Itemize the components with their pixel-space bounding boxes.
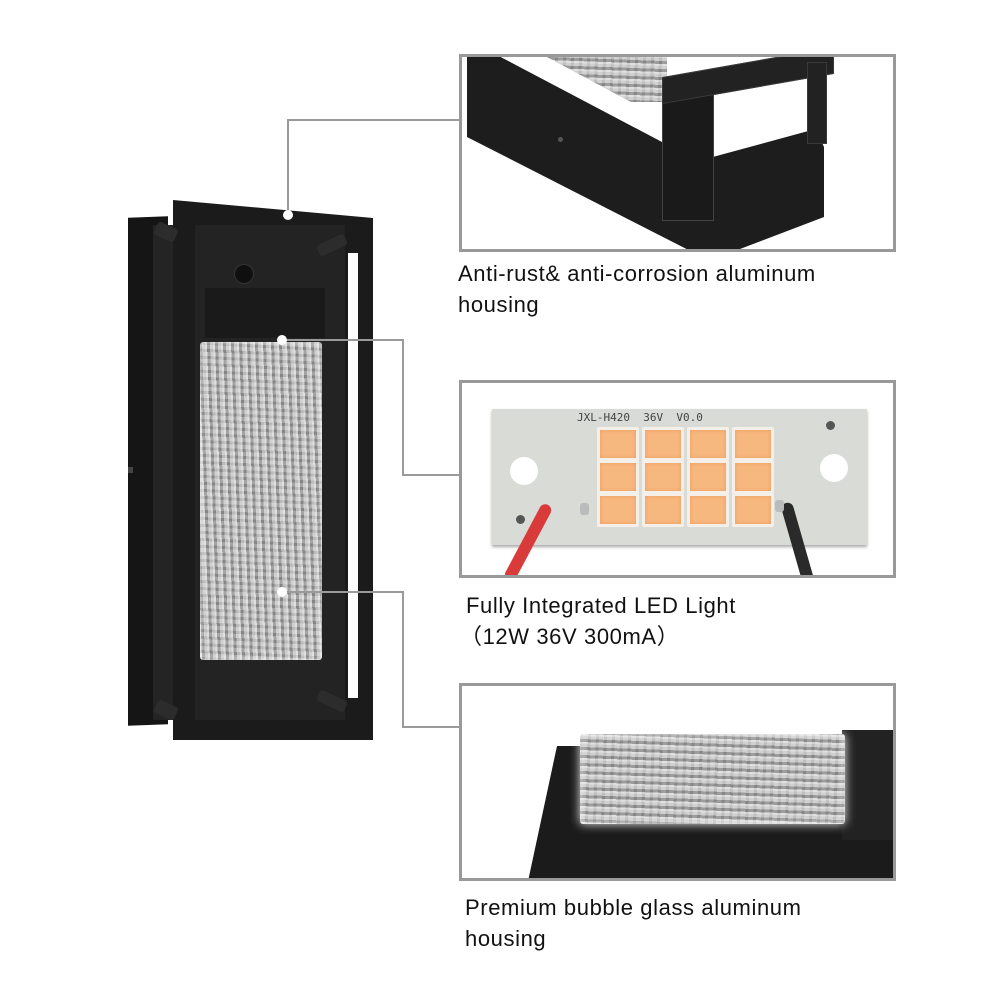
led-chip bbox=[687, 460, 729, 494]
pcb-dot bbox=[516, 515, 525, 524]
led-chip bbox=[597, 493, 639, 527]
caption-led-line2: （12W 36V 300mA） bbox=[460, 624, 680, 649]
led-chip bbox=[732, 493, 774, 527]
caption-led: Fully Integrated LED Light （12W 36V 300m… bbox=[460, 590, 736, 652]
caption-led-line1: Fully Integrated LED Light bbox=[466, 593, 736, 618]
detail-panel-glass bbox=[459, 683, 896, 881]
callout-line-glass bbox=[285, 591, 403, 593]
mounting-hole-right bbox=[820, 454, 848, 482]
side-screw bbox=[128, 467, 133, 473]
led-chip bbox=[597, 460, 639, 494]
glass-end-cap bbox=[842, 730, 893, 840]
led-chip bbox=[597, 427, 639, 461]
mounting-hole-left bbox=[510, 457, 538, 485]
solder-joint bbox=[580, 503, 589, 515]
housing-frame-leg bbox=[807, 62, 827, 144]
detail-panel-led: JXL-H420 36V V0.0 bbox=[459, 380, 896, 578]
caption-housing: Anti-rust& anti-corrosion aluminum housi… bbox=[458, 258, 816, 320]
led-chip bbox=[642, 460, 684, 494]
detail-panel-housing bbox=[459, 54, 896, 252]
callout-dot-glass bbox=[277, 587, 287, 597]
callout-dot-housing bbox=[283, 210, 293, 220]
housing-screw bbox=[558, 137, 563, 142]
solder-joint bbox=[775, 500, 784, 512]
led-chip bbox=[687, 493, 729, 527]
callout-line-led bbox=[402, 474, 460, 476]
pcb-label: JXL-H420 36V V0.0 bbox=[577, 411, 703, 424]
knob bbox=[235, 265, 253, 283]
housing-frame-corner bbox=[662, 79, 714, 221]
callout-line-led bbox=[285, 339, 403, 341]
caption-housing-line2: housing bbox=[458, 292, 540, 317]
callout-line-glass bbox=[402, 591, 404, 727]
frame-opening bbox=[348, 253, 358, 698]
led-chip bbox=[642, 427, 684, 461]
pcb-dot bbox=[826, 421, 835, 430]
caption-glass: Premium bubble glass aluminum housing bbox=[465, 892, 802, 954]
led-chip bbox=[687, 427, 729, 461]
led-chip bbox=[642, 493, 684, 527]
led-housing-block bbox=[205, 288, 325, 338]
led-chip bbox=[732, 427, 774, 461]
callout-line-housing bbox=[287, 119, 461, 121]
callout-line-led bbox=[402, 339, 404, 475]
caption-glass-line2: housing bbox=[465, 926, 547, 951]
bubble-glass-panel bbox=[200, 342, 322, 660]
glass-block bbox=[580, 734, 845, 824]
product-main-image bbox=[125, 195, 380, 745]
led-chip bbox=[732, 460, 774, 494]
callout-dot-led bbox=[277, 335, 287, 345]
callout-line-glass bbox=[402, 726, 460, 728]
caption-glass-line1: Premium bubble glass aluminum bbox=[465, 895, 802, 920]
caption-housing-line1: Anti-rust& anti-corrosion aluminum bbox=[458, 261, 816, 286]
callout-line-housing bbox=[287, 120, 289, 216]
pcb-board: JXL-H420 36V V0.0 bbox=[492, 409, 867, 545]
